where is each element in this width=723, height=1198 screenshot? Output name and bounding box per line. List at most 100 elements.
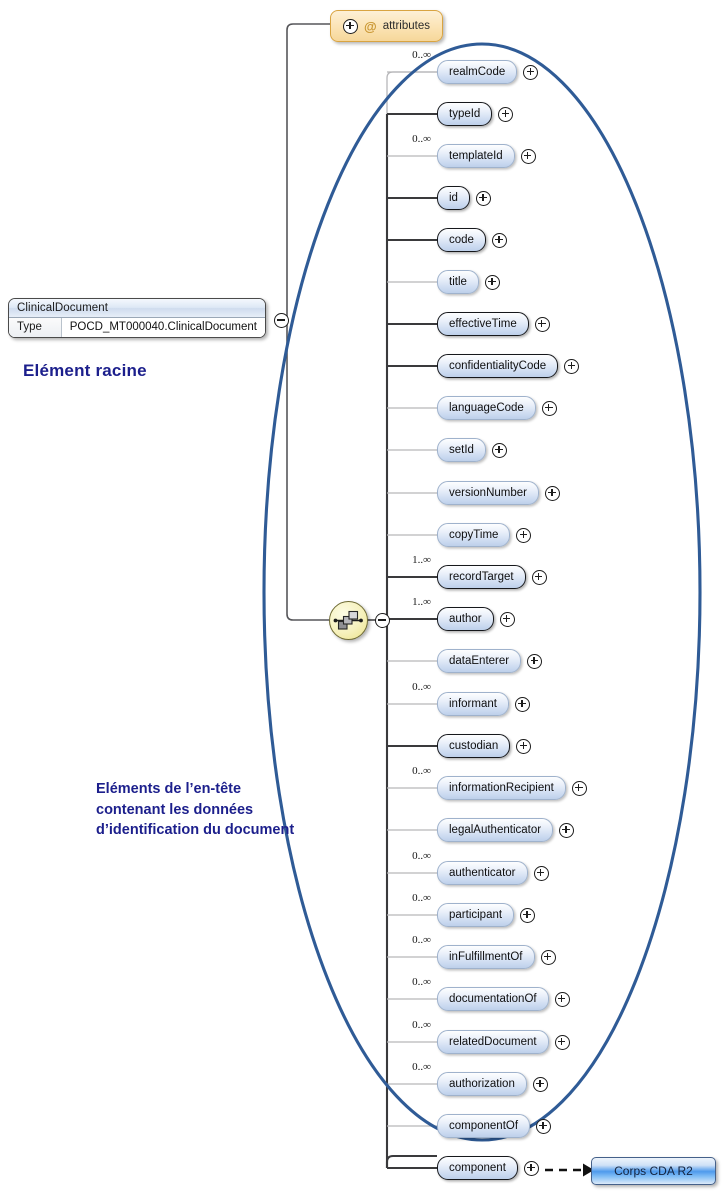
element-label: recordTarget [437, 565, 526, 589]
plus-circle-icon[interactable] [544, 485, 560, 501]
element-label: custodian [437, 734, 511, 758]
element-label: legalAuthenticator [437, 818, 554, 842]
element-node-templateId[interactable]: templateId [437, 144, 536, 168]
element-label: title [437, 270, 479, 294]
plus-circle-icon[interactable] [531, 569, 547, 585]
plus-circle-icon[interactable] [559, 822, 575, 838]
cardinality-label: 0..∞ [412, 976, 431, 988]
element-node-confidentialityCode[interactable]: confidentialityCode [437, 354, 580, 378]
element-node-inFulfillmentOf[interactable]: inFulfillmentOf [437, 945, 556, 969]
attributes-node-label: attributes [382, 20, 430, 32]
cardinality-label: 1..∞ [412, 596, 431, 608]
plus-circle-icon[interactable] [499, 611, 515, 627]
element-label: effectiveTime [437, 312, 529, 336]
element-label: component [437, 1156, 518, 1180]
element-label: languageCode [437, 396, 536, 420]
plus-circle-icon[interactable] [571, 780, 587, 796]
element-label: authenticator [437, 861, 528, 885]
element-node-recordTarget[interactable]: recordTarget [437, 565, 547, 589]
element-node-componentOf[interactable]: componentOf [437, 1114, 552, 1138]
plus-circle-icon[interactable] [498, 106, 514, 122]
element-label: componentOf [437, 1114, 531, 1138]
element-label: documentationOf [437, 987, 549, 1011]
plus-circle-icon[interactable] [514, 696, 530, 712]
attributes-node[interactable]: @ attributes [330, 10, 443, 42]
plus-circle-icon[interactable] [554, 1034, 570, 1050]
element-label: templateId [437, 144, 515, 168]
element-node-authorization[interactable]: authorization [437, 1072, 548, 1096]
plus-circle-icon[interactable] [523, 64, 539, 80]
corps-cda-node[interactable]: Corps CDA R2 [591, 1157, 716, 1185]
element-label: setId [437, 438, 486, 462]
plus-circle-icon[interactable] [491, 232, 507, 248]
element-node-realmCode[interactable]: realmCode [437, 60, 539, 84]
element-label: informationRecipient [437, 776, 566, 800]
root-element-type-row: Type POCD_MT000040.ClinicalDocument [9, 318, 265, 337]
plus-circle-icon[interactable] [533, 865, 549, 881]
element-node-typeId[interactable]: typeId [437, 102, 514, 126]
plus-circle-icon[interactable] [532, 1076, 548, 1092]
plus-circle-icon[interactable] [475, 190, 491, 206]
element-node-author[interactable]: author [437, 607, 515, 631]
plus-circle-icon[interactable] [484, 274, 500, 290]
element-node-code[interactable]: code [437, 228, 507, 252]
element-label: code [437, 228, 486, 252]
cardinality-label: 0..∞ [412, 892, 431, 904]
minus-circle-icon-root[interactable] [274, 313, 289, 328]
plus-circle-icon-attributes[interactable] [343, 18, 358, 34]
cardinality-label: 0..∞ [412, 1019, 431, 1031]
element-node-informant[interactable]: informant [437, 692, 530, 716]
element-node-title[interactable]: title [437, 270, 500, 294]
element-node-participant[interactable]: participant [437, 903, 536, 927]
plus-circle-icon[interactable] [534, 316, 550, 332]
plus-circle-icon[interactable] [516, 738, 532, 754]
element-node-copyTime[interactable]: copyTime [437, 523, 532, 547]
element-label: realmCode [437, 60, 518, 84]
element-label: copyTime [437, 523, 511, 547]
element-node-languageCode[interactable]: languageCode [437, 396, 557, 420]
cardinality-label: 0..∞ [412, 765, 431, 777]
element-node-legalAuthenticator[interactable]: legalAuthenticator [437, 818, 575, 842]
plus-circle-icon[interactable] [523, 1160, 539, 1176]
plus-circle-icon[interactable] [541, 400, 557, 416]
element-label: versionNumber [437, 481, 539, 505]
element-node-dataEnterer[interactable]: dataEnterer [437, 649, 543, 673]
at-symbol-icon: @ [364, 18, 377, 34]
cardinality-label: 0..∞ [412, 1061, 431, 1073]
root-element-type-value: POCD_MT000040.ClinicalDocument [61, 318, 265, 337]
minus-circle-icon-sequence[interactable] [375, 613, 390, 628]
plus-circle-icon[interactable] [491, 442, 507, 458]
cardinality-label: 0..∞ [412, 934, 431, 946]
plus-circle-icon[interactable] [516, 527, 532, 543]
element-label: confidentialityCode [437, 354, 559, 378]
element-label: author [437, 607, 494, 631]
element-node-component[interactable]: component [437, 1156, 539, 1180]
element-node-relatedDocument[interactable]: relatedDocument [437, 1030, 570, 1054]
plus-circle-icon[interactable] [520, 907, 536, 923]
annotation-root-element: Elément racine [23, 361, 147, 380]
element-label: informant [437, 692, 509, 716]
cardinality-label: 1..∞ [412, 554, 431, 566]
element-node-authenticator[interactable]: authenticator [437, 861, 549, 885]
element-label: dataEnterer [437, 649, 522, 673]
element-label: authorization [437, 1072, 527, 1096]
element-node-documentationOf[interactable]: documentationOf [437, 987, 570, 1011]
element-node-setId[interactable]: setId [437, 438, 507, 462]
sequence-icon[interactable] [329, 601, 368, 640]
plus-circle-icon[interactable] [520, 148, 536, 164]
cardinality-label: 0..∞ [412, 133, 431, 145]
annotation-header-elements: Eléments de l’en-tête contenant les donn… [96, 781, 295, 839]
plus-circle-icon[interactable] [536, 1118, 552, 1134]
cardinality-label: 0..∞ [412, 681, 431, 693]
plus-circle-icon[interactable] [540, 949, 556, 965]
element-node-custodian[interactable]: custodian [437, 734, 532, 758]
plus-circle-icon[interactable] [564, 358, 580, 374]
element-node-versionNumber[interactable]: versionNumber [437, 481, 560, 505]
element-node-informationRecipient[interactable]: informationRecipient [437, 776, 587, 800]
plus-circle-icon[interactable] [527, 653, 543, 669]
root-element-box[interactable]: ClinicalDocument Type POCD_MT000040.Clin… [8, 298, 266, 338]
element-node-id[interactable]: id [437, 186, 491, 210]
plus-circle-icon[interactable] [554, 991, 570, 1007]
element-node-effectiveTime[interactable]: effectiveTime [437, 312, 550, 336]
